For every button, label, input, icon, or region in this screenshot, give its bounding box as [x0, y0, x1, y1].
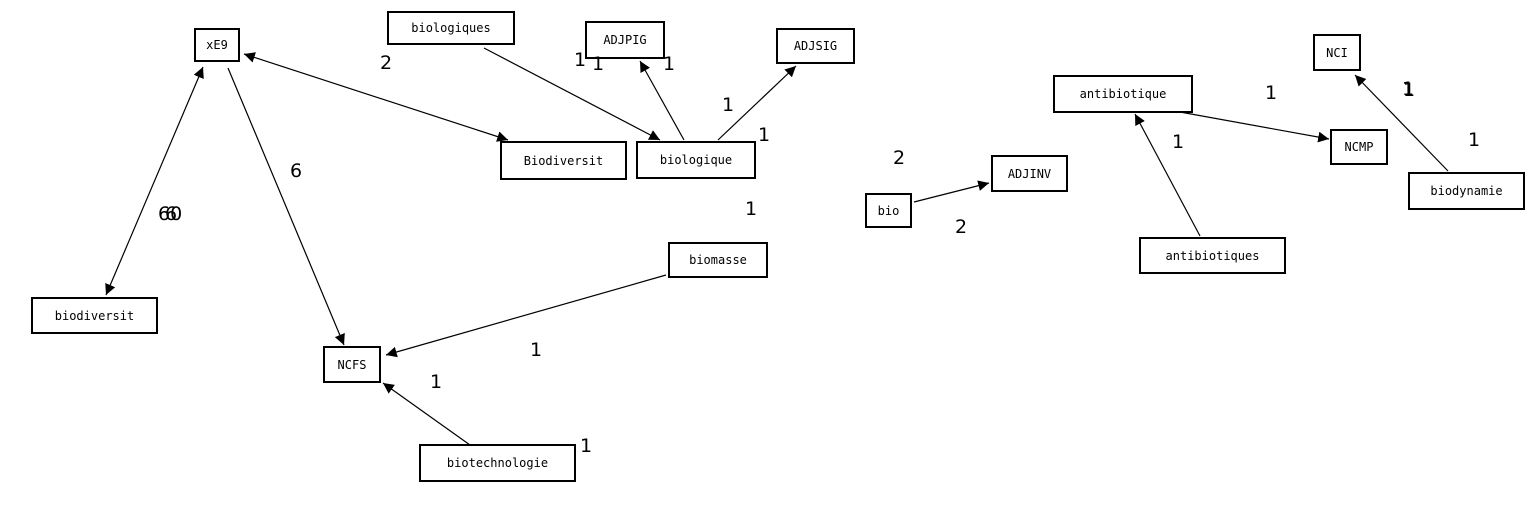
edge-weight-label: 2 — [955, 216, 968, 238]
node-ncmp: NCMP — [1330, 129, 1388, 165]
edge-antibiotiques-antibiotique — [1134, 113, 1201, 237]
node-adjpig: ADJPIG — [585, 21, 665, 59]
edge-xe9-ncfs — [227, 67, 345, 346]
node-biomasse: biomasse — [668, 242, 768, 278]
weight-label: 6 — [165, 203, 178, 225]
edge-biologique-adjpig — [639, 60, 685, 141]
edge-weight-label: 60 — [158, 203, 183, 225]
node-nci: NCI — [1313, 34, 1361, 71]
edge-biodynamie-nci — [1354, 74, 1449, 172]
edge-weight-label: 1 — [1172, 131, 1185, 153]
node-antibiotique: antibiotique — [1053, 75, 1193, 113]
edge-weight-label: 2 — [380, 52, 393, 74]
node-xe9: xE9 — [194, 28, 240, 62]
edge-xe9-biodiversit — [105, 66, 204, 296]
weight-label: 1 — [580, 435, 593, 457]
edge-antibiotique-ncmp — [1179, 111, 1330, 143]
edge-weight-label: 1 — [530, 339, 543, 361]
weight-label: 1 — [1402, 78, 1415, 100]
node-ncfs: NCFS — [323, 346, 381, 383]
node-biotechnologie: biotechnologie — [419, 444, 576, 482]
node-biodiversit: Biodiversit — [500, 141, 627, 180]
weight-label: 1 — [745, 198, 758, 220]
edge-biologiques-biologique — [483, 47, 661, 141]
edge-bio-adjinv — [913, 180, 990, 203]
weight-label: 2 — [893, 147, 906, 169]
node-antibiotiques: antibiotiques — [1139, 237, 1286, 274]
edge-biologique-adjsig — [717, 65, 797, 141]
edge-weight-label: 6 — [290, 160, 303, 182]
edge-weight-label: 1 — [722, 94, 735, 116]
edge-weight-label: 1 — [430, 371, 443, 393]
node-adjinv: ADJINV — [991, 155, 1068, 192]
weight-label: 1 — [1468, 129, 1481, 151]
node-bio: bio — [865, 193, 912, 228]
edge-biodiversit-xe9 — [243, 52, 509, 142]
node-biologique: biologique — [636, 141, 756, 179]
edge-biotechnologie-ncfs — [382, 382, 471, 446]
weight-label: 1 — [663, 53, 676, 75]
edge-weight-label: 1 — [1403, 79, 1416, 101]
edge-weight-label: 1 — [592, 53, 605, 75]
node-adjsig: ADJSIG — [776, 28, 855, 64]
edge-biomasse-ncfs — [385, 274, 667, 358]
node-biologiques: biologiques — [387, 11, 515, 45]
weight-label: 1 — [758, 124, 771, 146]
node-biodynamie: biodynamie — [1408, 172, 1525, 210]
edge-weight-label: 1 — [1265, 82, 1278, 104]
edge-weight-label: 1 — [574, 49, 587, 71]
node-biodiversit: biodiversit — [31, 297, 158, 334]
